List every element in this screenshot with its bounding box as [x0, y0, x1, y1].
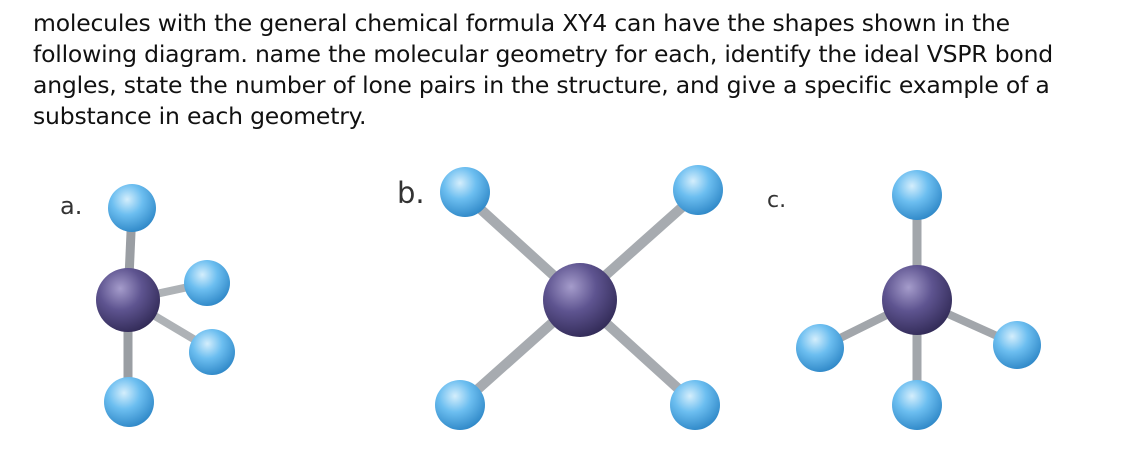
- atom-b-top-right: [673, 165, 723, 215]
- structure-c-label: c.: [767, 188, 787, 213]
- atom-c-right: [993, 321, 1041, 369]
- structure-b-label: b.: [397, 176, 425, 210]
- atom-a-right-lower: [189, 329, 235, 375]
- structure-a-molecule: [96, 184, 235, 427]
- atom-b-top-left: [440, 167, 490, 217]
- atom-c-bottom: [892, 380, 942, 430]
- structure-a-label: a.: [60, 192, 83, 220]
- atom-b-bottom-left: [435, 380, 485, 430]
- question-line-1: molecules with the general chemical form…: [33, 9, 1010, 37]
- atom-c-left: [796, 324, 844, 372]
- atom-b-central: [543, 263, 617, 337]
- structure-c-molecule: [796, 170, 1041, 430]
- question-text: molecules with the general chemical form…: [33, 8, 1113, 132]
- structure-b-molecule: [435, 165, 723, 430]
- atom-a-top: [108, 184, 156, 232]
- question-line-2: following diagram. name the molecular ge…: [33, 40, 1053, 68]
- atom-c-top: [892, 170, 942, 220]
- atom-a-central: [96, 268, 160, 332]
- question-line-3: angles, state the number of lone pairs i…: [33, 71, 1050, 99]
- atom-b-bottom-right: [670, 380, 720, 430]
- atom-c-central: [882, 265, 952, 335]
- atom-a-right-upper: [184, 260, 230, 306]
- question-line-4: substance in each geometry.: [33, 102, 367, 130]
- atom-a-bottom: [104, 377, 154, 427]
